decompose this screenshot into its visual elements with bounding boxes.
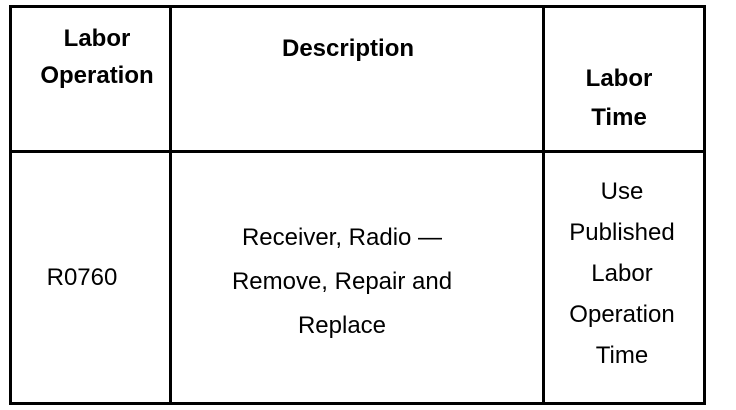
description-line-3: Replace <box>297 312 387 339</box>
header-labor-operation: Labor Operation <box>22 20 172 94</box>
header-labor-operation-line-1: Labor <box>63 25 131 52</box>
labor-time-line-3: Labor <box>591 260 653 287</box>
labor-time-line-4: Operation <box>569 301 675 328</box>
header-labor-time-line-2: Time <box>591 104 647 131</box>
header-description-line-1: Description <box>281 35 415 62</box>
header-labor-time: Labor Time <box>545 59 693 137</box>
labor-time-line-2: Published <box>569 219 675 246</box>
column-divider-1 <box>169 5 172 405</box>
header-description: Description <box>172 30 524 68</box>
row-labor-operation-code: R0760 <box>12 259 152 297</box>
header-labor-time-line-1: Labor <box>585 65 653 92</box>
description-line-2: Remove, Repair and <box>231 268 453 295</box>
labor-operation-table <box>9 5 706 405</box>
labor-time-line-1: Use <box>600 178 644 205</box>
row-description: Receiver, Radio — Remove, Repair and Rep… <box>172 216 512 348</box>
description-line-1: Receiver, Radio — <box>241 224 443 251</box>
header-row-divider <box>9 150 706 153</box>
header-labor-operation-line-2: Operation <box>40 62 154 89</box>
column-divider-2 <box>542 5 545 405</box>
labor-time-line-5: Time <box>595 342 649 369</box>
row-labor-time: Use Published Labor Operation Time <box>552 171 692 376</box>
labor-operation-code: R0760 <box>46 264 118 291</box>
